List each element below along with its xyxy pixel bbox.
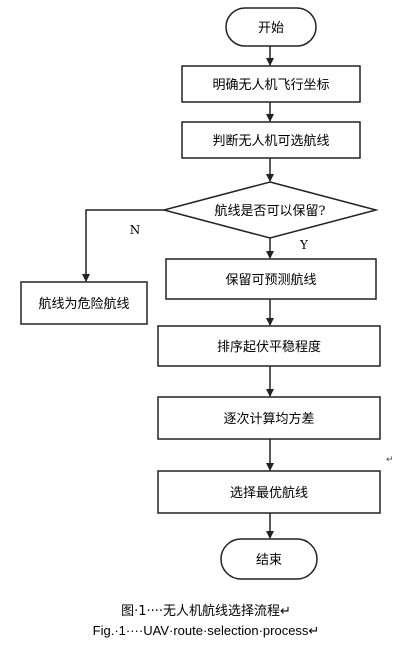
step-select-optimal <box>157 470 381 514</box>
start-label: 开始 <box>258 21 284 36</box>
yes-label: Y <box>299 238 309 252</box>
end-label: 结束 <box>256 553 282 568</box>
step-keep-predictable-label: 保留可预测航线 <box>225 272 316 288</box>
figure-caption-english: Fig.·1····UAV·route·selection·process↵ <box>92 623 320 638</box>
step-select-optimal-label: 选择最优航线 <box>230 485 308 501</box>
no-branch-node <box>20 281 148 325</box>
step-compute-variance-label: 逐次计算均方差 <box>223 411 314 427</box>
start-node <box>225 7 317 47</box>
step-judge-routes-label: 判断无人机可选航线 <box>212 133 329 149</box>
step-keep-predictable <box>165 258 377 300</box>
step-judge-routes <box>181 121 361 159</box>
step-define-coordinates <box>181 65 361 103</box>
flowchart: 开始 明确无人机飞行坐标 判断无人机可选航线 航线是否可以保留? N 航线为危险… <box>20 7 381 580</box>
no-branch-label: 航线为危险航线 <box>38 296 129 312</box>
end-node <box>220 538 318 580</box>
step-define-coordinates-label: 明确无人机飞行坐标 <box>212 78 329 93</box>
figure-caption-chinese: 图·1····无人机航线选择流程↵ <box>121 604 291 619</box>
step-sort-stability <box>157 325 381 367</box>
step-compute-variance <box>157 396 381 440</box>
paragraph-return-mark: ↵ <box>386 455 394 465</box>
step-sort-stability-label: 排序起伏平稳程度 <box>217 339 321 355</box>
edge-decision-no <box>82 209 164 282</box>
no-label: N <box>130 223 141 237</box>
decision-label: 航线是否可以保留? <box>215 203 326 219</box>
